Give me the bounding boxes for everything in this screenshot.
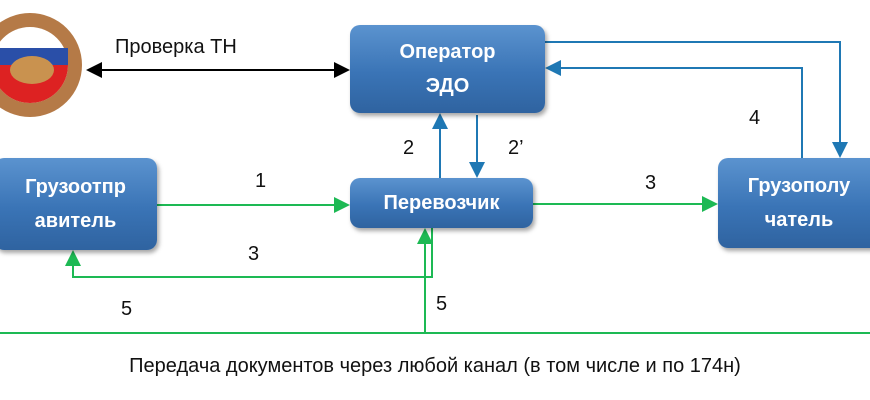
edge-label-1: 1 bbox=[255, 170, 267, 192]
edge-label-4: 4 bbox=[749, 107, 761, 129]
edge-label-2: 2 bbox=[403, 137, 415, 159]
edge-label-5-carrier: 5 bbox=[436, 293, 448, 315]
check-label: Проверка ТН bbox=[115, 36, 237, 58]
arrow-4-consignee-to-operator bbox=[545, 60, 803, 158]
operator-edo-node: Оператор ЭДО bbox=[350, 25, 545, 113]
traffic-police-emblem-icon bbox=[0, 13, 82, 117]
caption: Передача документов через любой канал (в… bbox=[129, 355, 741, 377]
shipper-node: Грузоотпр авитель bbox=[0, 158, 157, 250]
edge-label-5-left: 5 bbox=[121, 298, 133, 320]
arrow-operator-to-consignee bbox=[545, 41, 848, 158]
edge-label-3-consignee: 3 bbox=[645, 172, 657, 194]
edge-label-2-prime: 2’ bbox=[508, 137, 524, 159]
consignee-node: Грузополу чатель bbox=[718, 158, 870, 248]
carrier-node: Перевозчик bbox=[350, 178, 533, 228]
edge-label-3-shipper: 3 bbox=[248, 243, 260, 265]
arrow-3-to-shipper bbox=[65, 228, 433, 278]
